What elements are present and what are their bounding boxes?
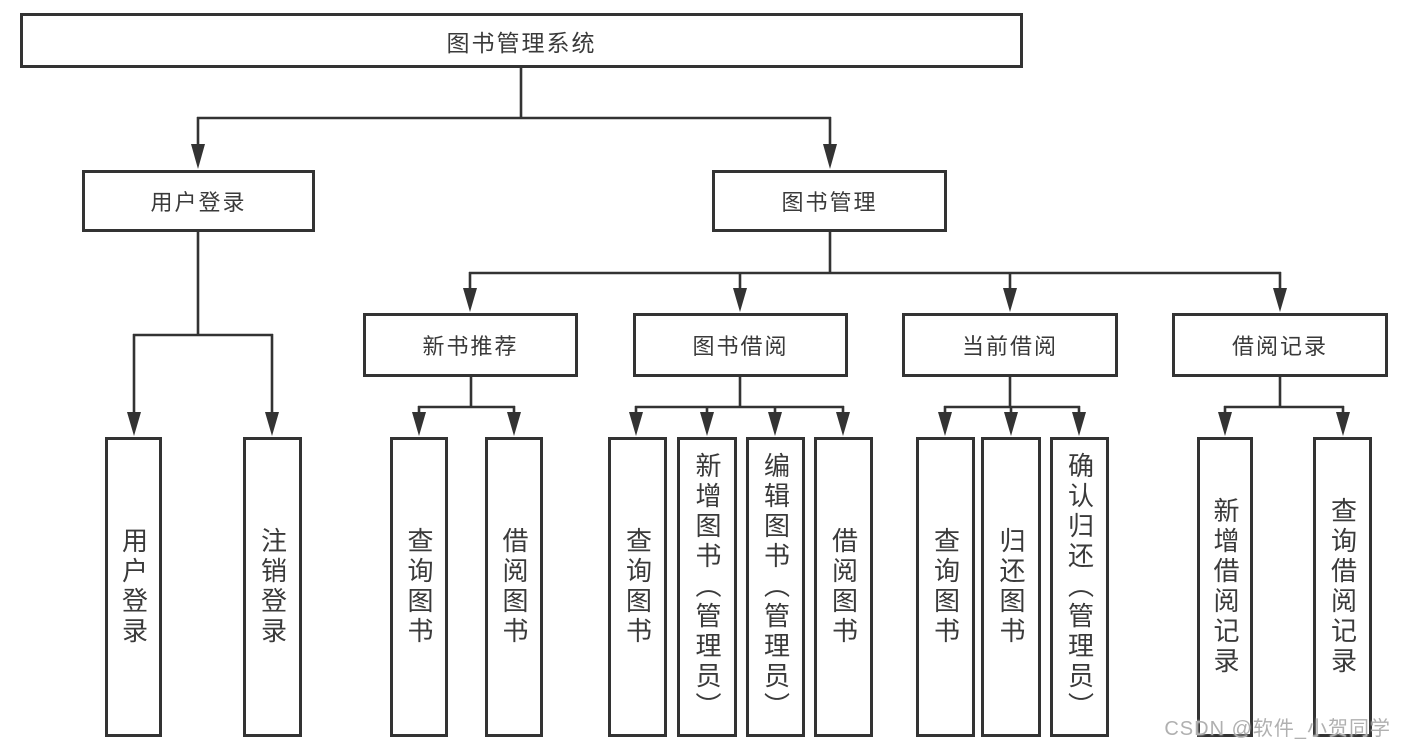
leaf-borrow-books-recommend: 借阅图书 <box>485 437 543 737</box>
connector-root-to-level2 <box>191 68 837 169</box>
node-root-system: 图书管理系统 <box>20 13 1023 68</box>
node-current-borrow: 当前借阅 <box>902 313 1118 377</box>
connector-user-login-to-leaves <box>127 232 279 436</box>
node-book-borrow: 图书借阅 <box>633 313 848 377</box>
leaf-confirm-return-admin: 确认归还（管理员） <box>1050 437 1109 737</box>
connector-book-borrow-to-leaves <box>629 377 850 436</box>
leaf-add-books-admin: 新增图书（管理员） <box>677 437 737 737</box>
leaf-return-books: 归还图书 <box>981 437 1041 737</box>
leaf-user-login: 用户登录 <box>105 437 162 737</box>
connector-borrow-record-to-leaves <box>1218 377 1350 436</box>
connector-book-mgmt-to-level3 <box>463 232 1287 312</box>
leaf-edit-books-admin: 编辑图书（管理员） <box>746 437 805 737</box>
node-new-book-recommend: 新书推荐 <box>363 313 578 377</box>
csdn-watermark: CSDN @软件_小贺同学 <box>1164 718 1391 740</box>
leaf-add-borrow-record: 新增借阅记录 <box>1197 437 1253 737</box>
node-user-login: 用户登录 <box>82 170 315 232</box>
node-book-management: 图书管理 <box>712 170 947 232</box>
node-borrow-record: 借阅记录 <box>1172 313 1388 377</box>
connector-current-borrow-to-leaves <box>938 377 1086 436</box>
leaf-query-borrow-record: 查询借阅记录 <box>1313 437 1372 737</box>
leaf-query-books-recommend: 查询图书 <box>390 437 448 737</box>
connector-new-book-rec-to-leaves <box>412 377 521 436</box>
leaf-query-books-current: 查询图书 <box>916 437 975 737</box>
leaf-query-books-borrow: 查询图书 <box>608 437 667 737</box>
leaf-borrow-books: 借阅图书 <box>814 437 873 737</box>
leaf-logout: 注销登录 <box>243 437 302 737</box>
